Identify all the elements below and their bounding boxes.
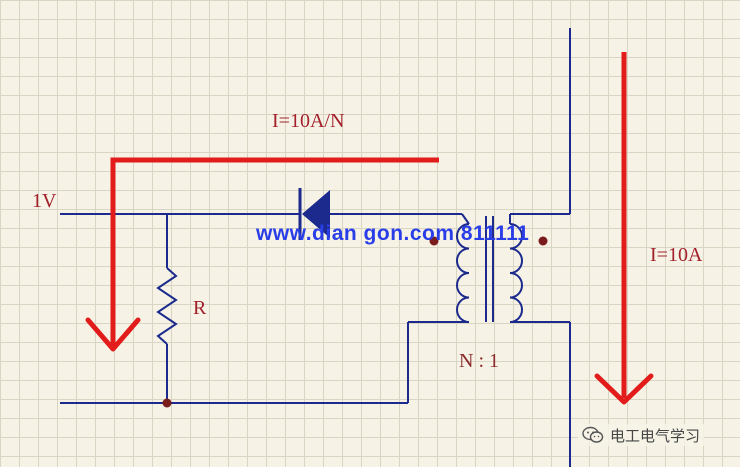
junction-dot (162, 398, 172, 408)
secondary-coil (509, 223, 523, 323)
source-badge-text: 电工电气学习 (610, 426, 701, 445)
watermark: www.dian gon.com 811111 (256, 222, 530, 245)
resistor-label: R (193, 297, 207, 319)
voltage-label: 1V (32, 190, 57, 212)
primary-current-arrow (85, 157, 439, 352)
secondary-polarity-dot (538, 236, 548, 246)
diode (298, 188, 330, 240)
source-badge: 电工电气学习 (578, 424, 705, 446)
primary-coil (456, 223, 470, 323)
secondary-current-label: I=10A (650, 244, 703, 266)
resistor (156, 267, 178, 345)
primary-polarity-dot (429, 236, 439, 246)
wechat-icon (582, 426, 604, 443)
primary-coil-lead (461, 213, 470, 225)
turns-ratio-label: N : 1 (459, 350, 499, 372)
secondary-current-arrow (594, 52, 654, 405)
primary-current-label: I=10A/N (272, 110, 345, 132)
